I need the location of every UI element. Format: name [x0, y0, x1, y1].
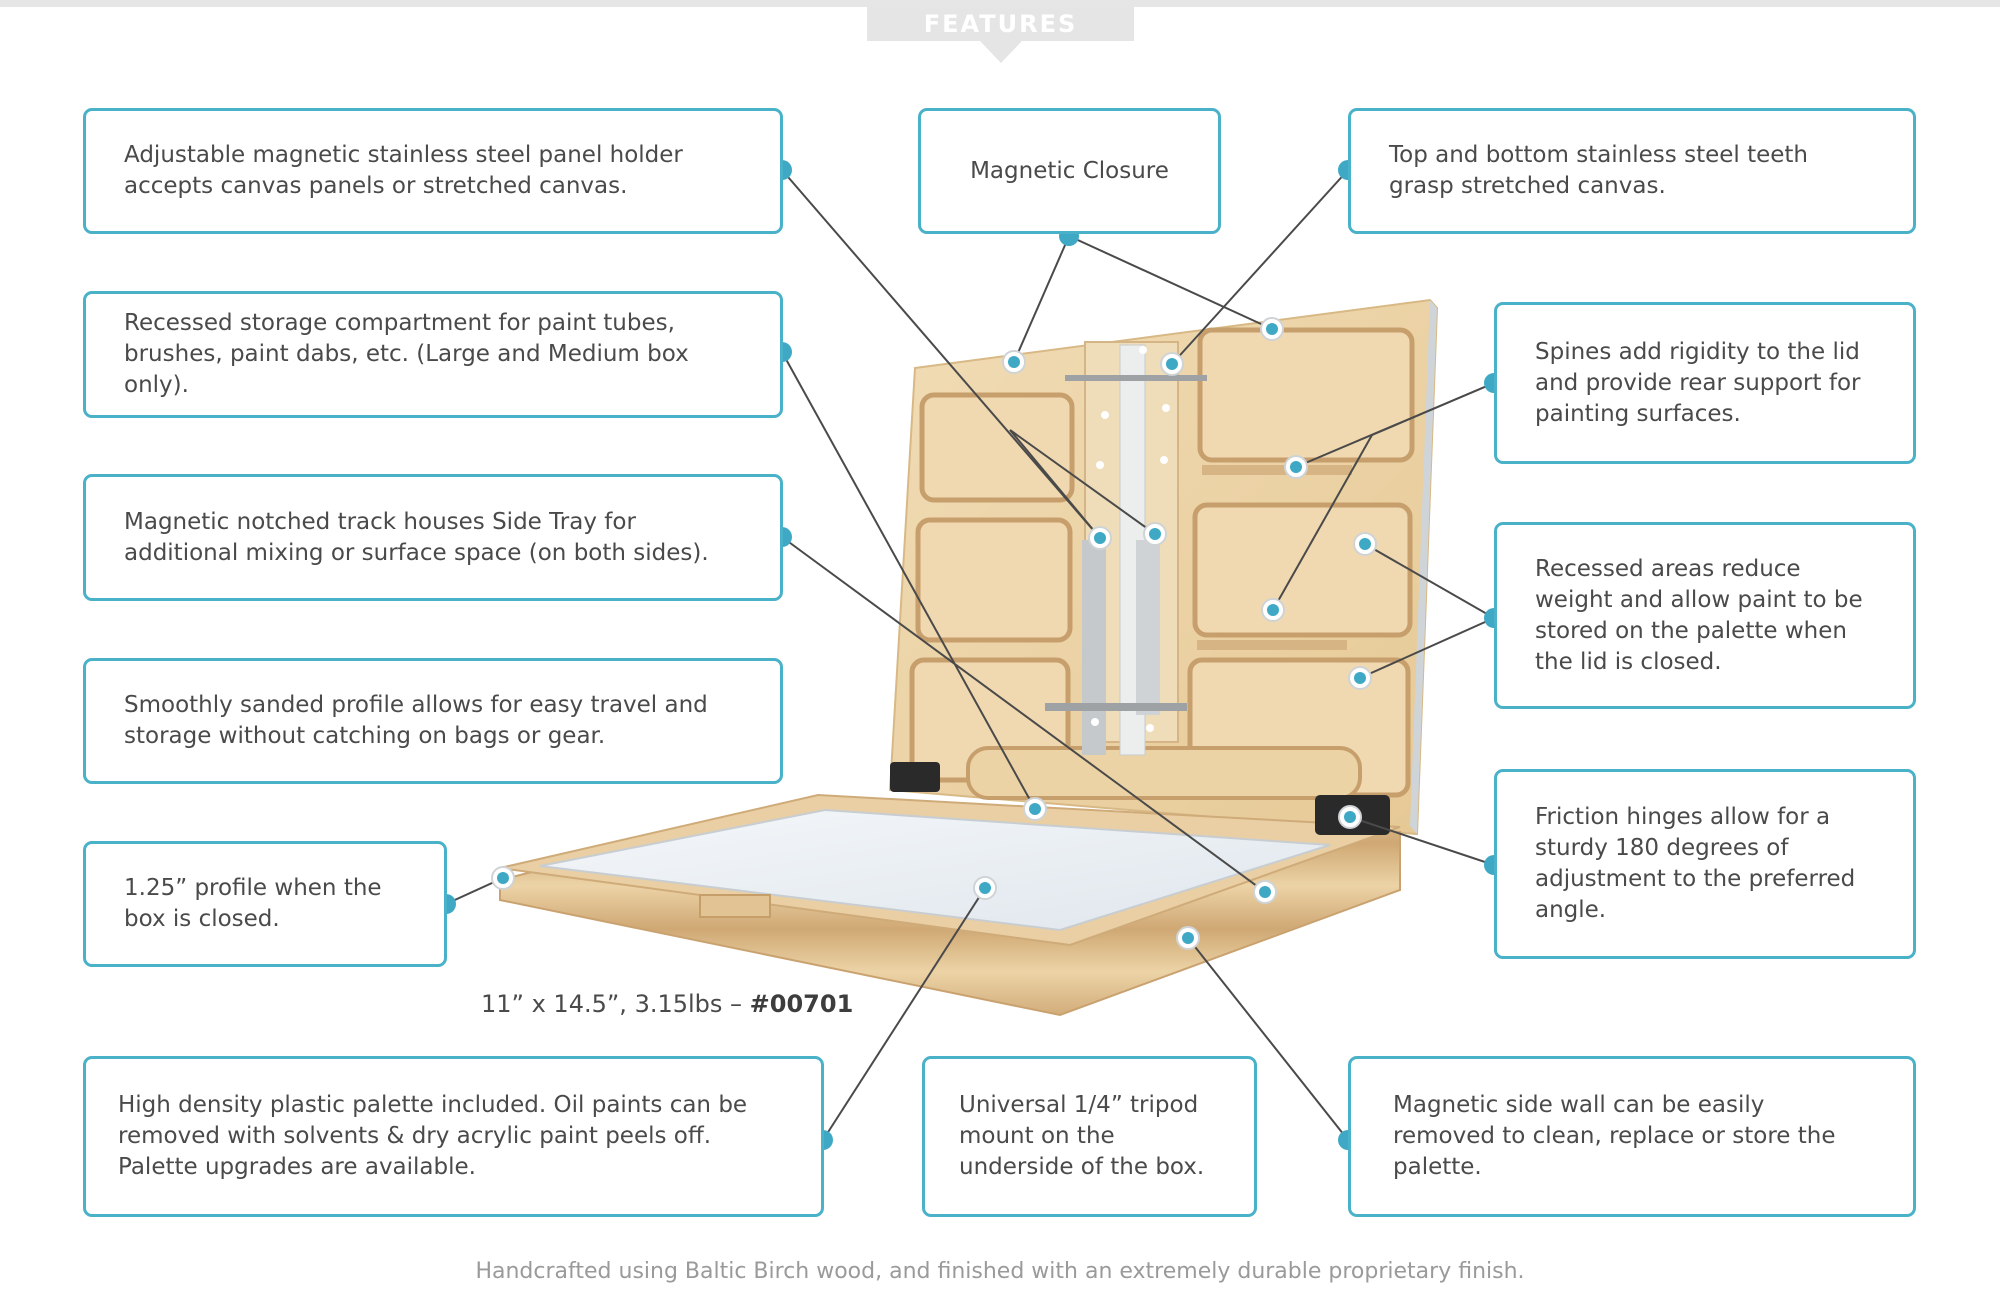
- feature-text: 1.25” profile when the box is closed.: [124, 875, 382, 932]
- top-divider: [0, 0, 2000, 7]
- feature-sanded-profile: Smoothly sanded profile allows for easy …: [83, 658, 783, 784]
- feature-tripod-mount: Universal 1/4” tripod mount on the under…: [922, 1056, 1257, 1217]
- box-lid: [888, 298, 1439, 836]
- feature-notched-track: Magnetic notched track houses Side Tray …: [83, 474, 783, 601]
- feature-recessed-storage: Recessed storage compartment for paint t…: [83, 291, 783, 418]
- feature-text: Top and bottom stainless steel teeth gra…: [1389, 142, 1808, 199]
- banner-arrow-icon: [980, 41, 1022, 63]
- feature-text: Adjustable magnetic stainless steel pane…: [124, 142, 683, 199]
- leader-lines: [445, 169, 1495, 1141]
- feature-text: Universal 1/4” tripod mount on the under…: [959, 1092, 1205, 1180]
- feature-profile-height: 1.25” profile when the box is closed.: [83, 841, 447, 967]
- feature-text: Recessed areas reduce weight and allow p…: [1535, 555, 1863, 675]
- feature-text: Magnetic side wall can be easily removed…: [1393, 1092, 1836, 1180]
- feature-spines: Spines add rigidity to the lid and provi…: [1494, 302, 1916, 464]
- footer-note: Handcrafted using Baltic Birch wood, and…: [475, 1259, 1525, 1284]
- feature-text: High density plastic palette included. O…: [118, 1092, 748, 1180]
- feature-text: Magnetic Closure: [970, 157, 1169, 184]
- product-sku: #00701: [749, 990, 854, 1018]
- features-banner: FEATURES: [867, 7, 1134, 41]
- feature-text: Spines add rigidity to the lid and provi…: [1535, 338, 1861, 427]
- feature-panel-holder: Adjustable magnetic stainless steel pane…: [83, 108, 783, 234]
- feature-text: Magnetic notched track houses Side Tray …: [124, 508, 709, 566]
- left-hinge-icon: [890, 762, 940, 792]
- feature-magnetic-closure: Magnetic Closure: [918, 108, 1221, 234]
- product-spec-text: 11” x 14.5”, 3.15lbs –: [481, 990, 750, 1018]
- feature-steel-teeth: Top and bottom stainless steel teeth gra…: [1348, 108, 1916, 234]
- feature-side-wall: Magnetic side wall can be easily removed…: [1348, 1056, 1916, 1217]
- feature-text: Smoothly sanded profile allows for easy …: [124, 692, 708, 749]
- feature-recessed-areas: Recessed areas reduce weight and allow p…: [1494, 522, 1916, 709]
- box-base: [499, 762, 1401, 1017]
- feature-plastic-palette: High density plastic palette included. O…: [83, 1056, 824, 1217]
- product-spec: 11” x 14.5”, 3.15lbs – #00701: [481, 990, 853, 1018]
- feature-friction-hinges: Friction hinges allow for a sturdy 180 d…: [1494, 769, 1916, 959]
- feature-text: Friction hinges allow for a sturdy 180 d…: [1535, 804, 1856, 923]
- feature-text: Recessed storage compartment for paint t…: [124, 310, 689, 398]
